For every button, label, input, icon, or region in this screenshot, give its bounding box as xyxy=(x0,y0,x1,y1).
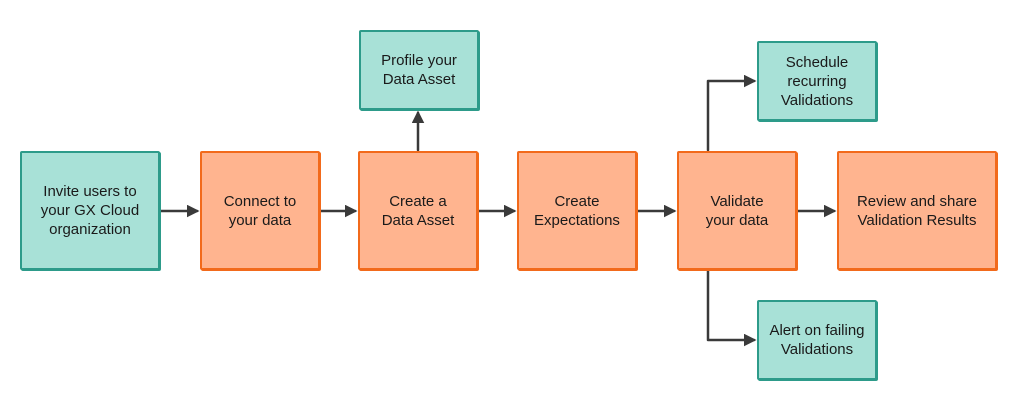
node-create-expectations: Create Expectations xyxy=(517,151,637,270)
arrow-validate-to-schedule xyxy=(706,74,757,152)
node-review-share-results: Review and share Validation Results xyxy=(837,151,997,270)
arrow-validate-to-alert xyxy=(706,269,757,347)
node-schedule-validations: Schedule recurring Validations xyxy=(757,41,877,121)
node-alert-failing-validations: Alert on failing Validations xyxy=(757,300,877,380)
node-create-data-asset: Create a Data Asset xyxy=(358,151,478,270)
node-connect-data: Connect to your data xyxy=(200,151,320,270)
node-invite-users: Invite users to your GX Cloud organizati… xyxy=(20,151,160,270)
node-validate-data: Validate your data xyxy=(677,151,797,270)
node-profile-data-asset: Profile your Data Asset xyxy=(359,30,479,110)
